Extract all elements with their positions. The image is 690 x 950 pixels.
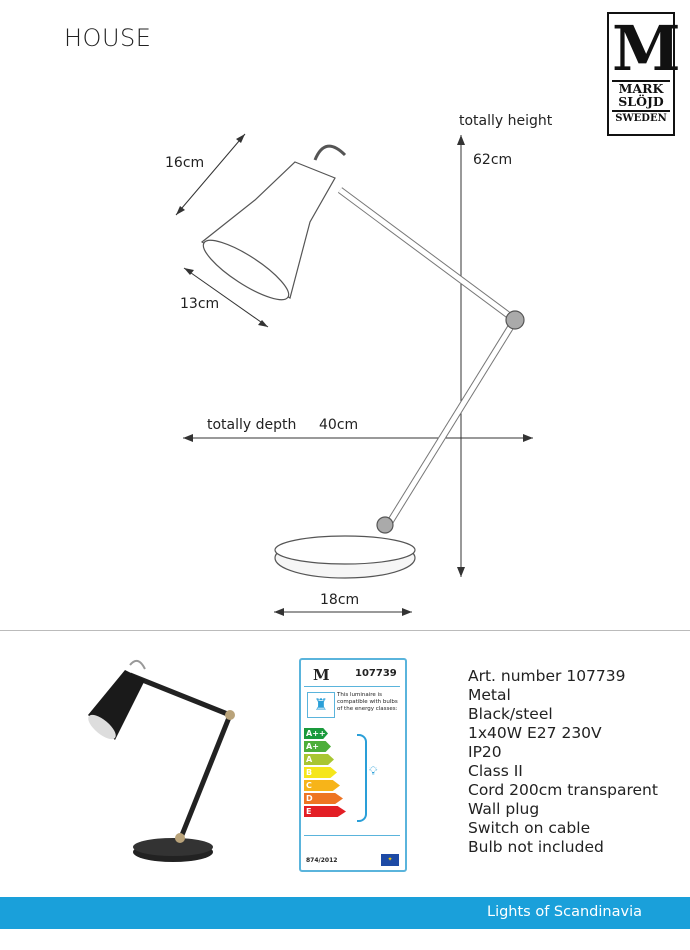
spec-item: Black/steel	[468, 705, 553, 723]
energy-class-A++: A++	[304, 728, 328, 739]
energy-class-B: B	[304, 767, 337, 778]
section-divider	[0, 630, 690, 631]
energy-class-C: C	[304, 780, 340, 791]
logo-letter: M	[612, 12, 681, 85]
energy-class-A: A	[304, 754, 334, 765]
product-photo	[88, 659, 235, 862]
depth-value: 40cm	[319, 417, 359, 433]
spec-item: Bulb not included	[468, 838, 604, 856]
shade-diameter-label: 13cm	[180, 296, 220, 312]
label-text: This luminaire is compatible with bulbs …	[337, 692, 398, 712]
spec-item: Art. number 107739	[468, 667, 626, 685]
energy-class-A+: A+	[304, 741, 331, 752]
logo-line2: SLÖJD	[618, 94, 664, 109]
base-label: 18cm	[320, 592, 360, 608]
spec-item: Metal	[468, 686, 511, 704]
spec-item: Switch on cable	[468, 819, 591, 837]
height-value: 62cm	[473, 152, 513, 168]
spec-item: 1x40W E27 230V	[468, 724, 602, 742]
label-art-number: 107739	[355, 668, 397, 679]
logo-line1: MARK	[618, 81, 664, 96]
spec-item: Wall plug	[468, 800, 540, 818]
logo-line3: SWEDEN	[612, 110, 670, 126]
footer-bar: Lights of Scandinavia	[0, 897, 690, 929]
energy-label: M 107739 ♜ This luminaire is compatible …	[299, 658, 407, 872]
product-title: HOUSE	[64, 24, 152, 52]
spec-item: IP20	[468, 743, 502, 761]
label-logo: M	[313, 666, 330, 684]
shade-length-arrow	[175, 133, 246, 216]
eu-flag-icon: ✦	[381, 854, 399, 866]
brand-logo: M MARK SLÖJD SWEDEN	[607, 12, 681, 136]
shade-diameter-arrow	[183, 267, 269, 328]
energy-class-D: D	[304, 793, 343, 804]
bulb-icon: 💡︎	[369, 764, 378, 778]
depth-label: totally depth	[207, 417, 297, 433]
bracket	[357, 734, 367, 822]
regulation: 874/2012	[306, 857, 338, 864]
lamp-dimension-drawing	[175, 133, 533, 616]
footer-text: Lights of Scandinavia	[487, 904, 642, 920]
lamp-icon: ♜	[307, 692, 335, 718]
shade-length-label: 16cm	[165, 155, 205, 171]
spec-item: Class II	[468, 762, 523, 780]
spec-item: Cord 200cm transparent	[468, 781, 658, 799]
energy-class-E: E	[304, 806, 346, 817]
height-label: totally height	[459, 113, 553, 129]
